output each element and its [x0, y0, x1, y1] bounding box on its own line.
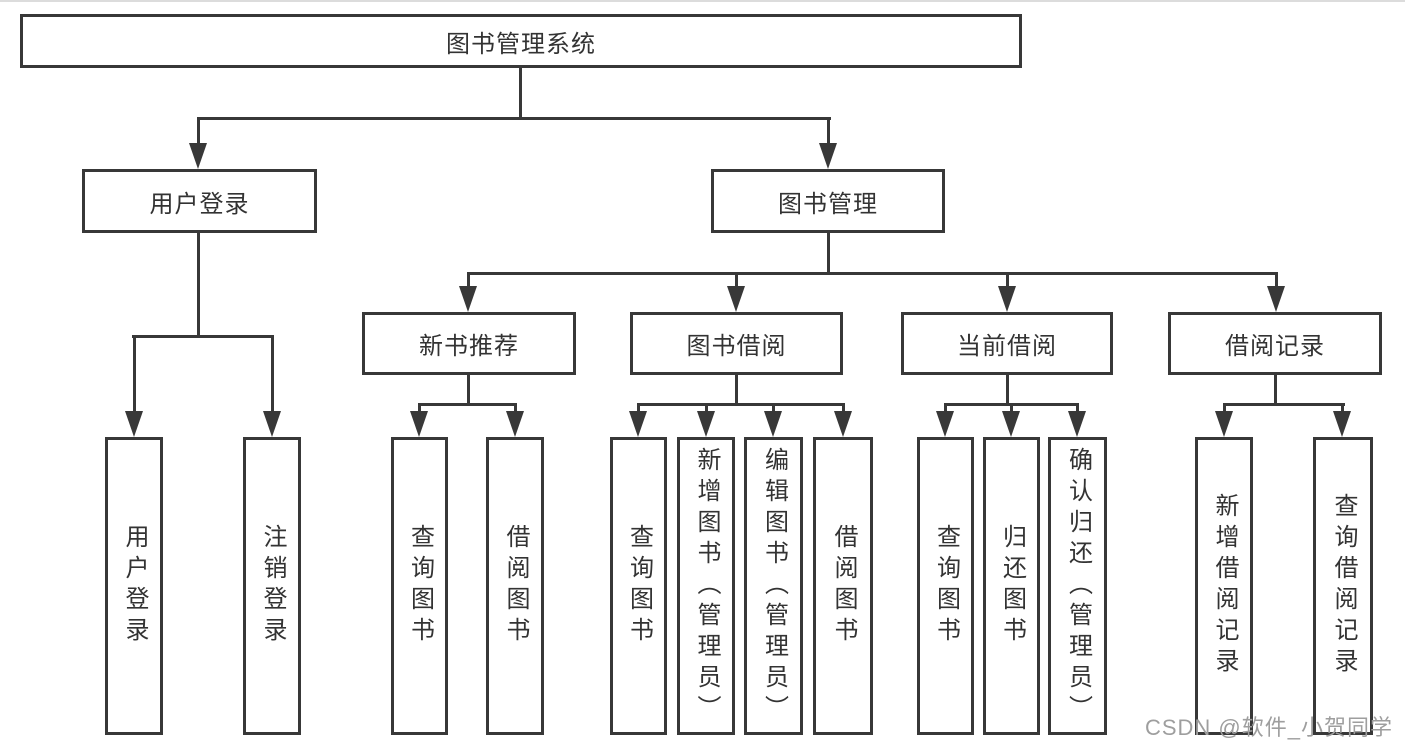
connector-line — [418, 403, 517, 406]
arrowhead-down-icon — [998, 286, 1016, 312]
csdn-watermark: CSDN @软件_小贺同学 — [1144, 715, 1393, 740]
leaf-label: 注销登录 — [259, 524, 286, 648]
leaf-edit-books-admin: 编辑图书（管理员） — [744, 437, 803, 735]
connector-line — [467, 272, 470, 293]
node-current-borrowing: 当前借阅 — [901, 312, 1113, 375]
leaf-borrow-books-borrowing: 借阅图书 — [813, 437, 873, 735]
connector-line — [735, 375, 738, 403]
leaf-user-login: 用户登录 — [105, 437, 163, 735]
leaf-label: 归还图书 — [998, 524, 1026, 648]
leaf-query-borrow-record: 查询借阅记录 — [1313, 437, 1373, 735]
connector-line — [1006, 272, 1009, 293]
leaf-label: 新增借阅记录 — [1211, 493, 1238, 679]
leaf-label: 查询借阅记录 — [1330, 493, 1357, 679]
arrowhead-down-icon — [819, 143, 837, 169]
connector-line — [271, 335, 274, 415]
connector-line — [827, 117, 830, 150]
leaf-label: 编辑图书（管理员） — [760, 446, 788, 726]
connector-line — [133, 335, 136, 415]
arrowhead-down-icon — [125, 411, 143, 437]
connector-line — [418, 403, 421, 417]
arrowhead-down-icon — [834, 411, 852, 437]
leaf-borrow-books-recommend: 借阅图书 — [486, 437, 544, 735]
connector-line — [1274, 375, 1277, 403]
arrowhead-down-icon — [764, 411, 782, 437]
leaf-logout: 注销登录 — [243, 437, 301, 735]
connector-line — [1076, 403, 1079, 417]
leaf-add-books-admin: 新增图书（管理员） — [677, 437, 735, 735]
leaf-label: 借阅图书 — [502, 524, 529, 648]
node-borrow-records: 借阅记录 — [1168, 312, 1382, 375]
connector-line — [842, 403, 845, 417]
connector-line — [735, 272, 738, 293]
leaf-query-books-recommend: 查询图书 — [391, 437, 448, 735]
arrowhead-down-icon — [697, 411, 715, 437]
connector-line — [514, 403, 517, 417]
connector-line — [519, 68, 522, 117]
arrowhead-down-icon — [629, 411, 647, 437]
connector-line — [1006, 375, 1009, 403]
leaf-query-books-borrowing: 查询图书 — [610, 437, 667, 735]
leaf-label: 借阅图书 — [830, 524, 857, 648]
connector-line — [197, 117, 200, 150]
connector-line — [132, 335, 274, 338]
node-new-book-recommend: 新书推荐 — [362, 312, 576, 375]
node-book-borrowing: 图书借阅 — [630, 312, 843, 375]
arrowhead-down-icon — [459, 286, 477, 312]
leaf-query-books-current: 查询图书 — [917, 437, 974, 735]
connector-line — [705, 403, 708, 417]
arrowhead-down-icon — [727, 286, 745, 312]
page-top-divider — [0, 0, 1405, 2]
connector-line — [637, 403, 845, 406]
connector-line — [1223, 403, 1226, 417]
leaf-label: 确认归还（管理员） — [1064, 446, 1092, 726]
arrowhead-down-icon — [936, 411, 954, 437]
leaf-label: 用户登录 — [121, 524, 148, 648]
connector-line — [467, 272, 1278, 275]
arrowhead-down-icon — [1002, 411, 1020, 437]
leaf-confirm-return-admin: 确认归还（管理员） — [1048, 437, 1107, 735]
arrowhead-down-icon — [1215, 411, 1233, 437]
leaf-label: 查询图书 — [625, 524, 653, 648]
connector-line — [197, 117, 831, 120]
connector-line — [1223, 403, 1345, 406]
leaf-label: 查询图书 — [406, 524, 434, 648]
arrowhead-down-icon — [410, 411, 428, 437]
leaf-label: 查询图书 — [932, 524, 960, 648]
arrowhead-down-icon — [506, 411, 524, 437]
node-library-system: 图书管理系统 — [20, 14, 1022, 68]
arrowhead-down-icon — [1333, 411, 1351, 437]
connector-line — [1341, 403, 1344, 417]
arrowhead-down-icon — [189, 143, 207, 169]
leaf-label: 新增图书（管理员） — [693, 446, 720, 726]
connector-line — [944, 403, 947, 417]
connector-line — [1010, 403, 1013, 417]
arrowhead-down-icon — [1068, 411, 1086, 437]
leaf-add-borrow-record: 新增借阅记录 — [1195, 437, 1253, 735]
arrowhead-down-icon — [263, 411, 281, 437]
connector-line — [467, 375, 470, 403]
connector-line — [827, 233, 830, 272]
connector-line — [197, 233, 200, 335]
leaf-return-books: 归还图书 — [983, 437, 1040, 735]
node-user-login: 用户登录 — [82, 169, 317, 233]
arrowhead-down-icon — [1267, 286, 1285, 312]
connector-line — [1275, 272, 1278, 293]
node-book-management: 图书管理 — [711, 169, 945, 233]
connector-line — [637, 403, 640, 417]
connector-line — [772, 403, 775, 417]
